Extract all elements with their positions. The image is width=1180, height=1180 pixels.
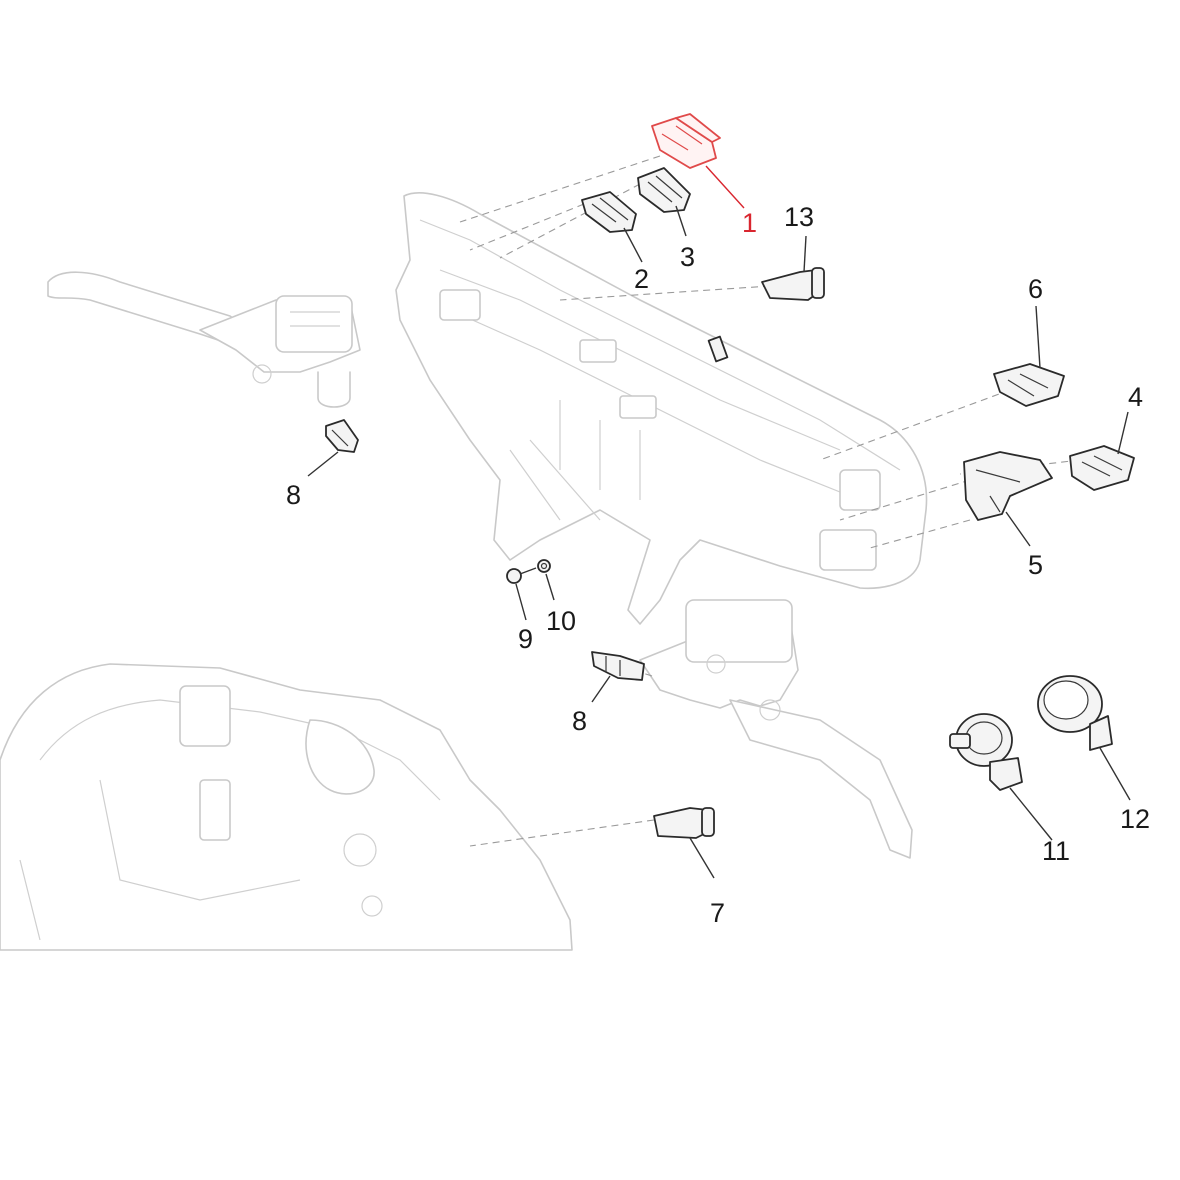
- callout-7: 7: [710, 898, 725, 928]
- part-6-switch: [993, 363, 1065, 407]
- part-13-connector: [761, 267, 825, 301]
- ghost-handlebar-cover: [395, 192, 928, 625]
- callout-9: 9: [518, 624, 533, 654]
- part-12-ring: [1037, 675, 1113, 751]
- callout-8-left: 8: [286, 480, 301, 510]
- callout-8-right: 8: [572, 706, 587, 736]
- part-4-switch: [1069, 445, 1135, 491]
- callout-13: 13: [784, 202, 814, 232]
- part-8-sensor-left: [325, 419, 359, 453]
- part-2-switch: [581, 191, 637, 233]
- part-5-switch-housing: [963, 451, 1053, 521]
- ghost-rear-cowl: [0, 663, 573, 951]
- leader-lines: [307, 165, 1131, 879]
- callout-10: 10: [546, 606, 576, 636]
- part-7-connector: [653, 807, 715, 839]
- callout-3: 3: [680, 242, 695, 272]
- callout-6: 6: [1028, 274, 1043, 304]
- callout-2: 2: [634, 264, 649, 294]
- callout-5: 5: [1028, 550, 1043, 580]
- part-3-switch: [637, 167, 691, 213]
- callout-4: 4: [1128, 382, 1143, 412]
- part-9-screw: [506, 567, 537, 584]
- ghost-right-brake-lever: [639, 599, 913, 859]
- callout-labels: 1 2 3 4 5 6 7 8 8 9 10 11 12 13: [286, 202, 1150, 928]
- callout-12: 12: [1120, 804, 1150, 834]
- part-11-ignition-switch: [949, 713, 1023, 791]
- callout-1: 1: [742, 208, 757, 238]
- part-8-sensor-right: [591, 651, 645, 681]
- part-1-switch-cover: [651, 113, 721, 169]
- callout-11: 11: [1042, 836, 1070, 866]
- part-10-nut: [537, 559, 551, 573]
- ghost-left-brake-lever: [47, 271, 361, 408]
